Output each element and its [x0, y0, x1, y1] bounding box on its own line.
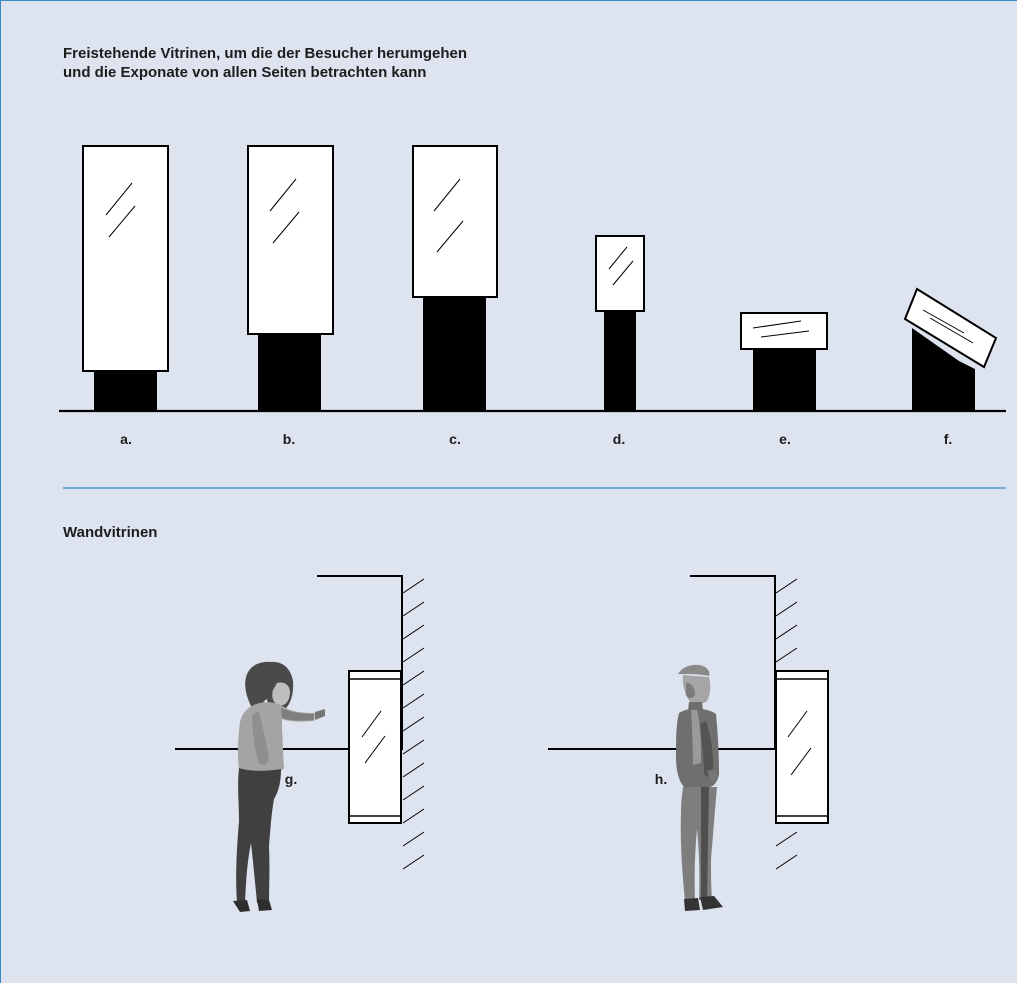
vitrine-c — [412, 145, 498, 411]
label-b: b. — [282, 431, 296, 447]
vitrine-c-glass — [412, 145, 498, 298]
vitrine-f — [903, 287, 998, 411]
wall-hatching-h — [775, 578, 798, 870]
vitrine-f-glass — [903, 287, 998, 369]
label-c: c. — [449, 431, 461, 447]
vitrine-a — [82, 145, 169, 411]
vitrine-e-base — [753, 349, 816, 411]
vitrine-e-glass — [740, 312, 828, 350]
vitrine-b-glass — [247, 145, 334, 335]
vitrine-d — [595, 235, 645, 411]
label-h: h. — [654, 771, 668, 787]
label-a: a. — [120, 431, 132, 447]
wall-vitrine-g-glass — [348, 670, 402, 824]
freestanding-title: Freistehende Vitrinen, um die der Besuch… — [63, 45, 467, 81]
label-f: f. — [943, 431, 953, 447]
label-d: d. — [612, 431, 626, 447]
vitrine-c-base — [423, 297, 486, 411]
vitrine-e — [740, 312, 828, 411]
vitrine-d-base — [604, 311, 636, 411]
wall-hatching-g — [402, 578, 425, 870]
vitrine-a-glass — [82, 145, 169, 372]
vitrine-a-base — [94, 371, 157, 411]
wall-title: Wandvitrinen — [63, 524, 158, 541]
vitrine-b — [247, 145, 334, 411]
vitrine-f-base — [912, 328, 975, 411]
label-g: g. — [284, 771, 298, 787]
wall-vitrine-h-glass — [775, 670, 829, 824]
label-e: e. — [779, 431, 791, 447]
wall-vitrine-g — [175, 575, 425, 870]
wall-vitrine-h — [548, 575, 829, 870]
vitrine-d-glass — [595, 235, 645, 312]
vitrine-b-base — [258, 334, 321, 411]
man-figure — [676, 664, 723, 911]
